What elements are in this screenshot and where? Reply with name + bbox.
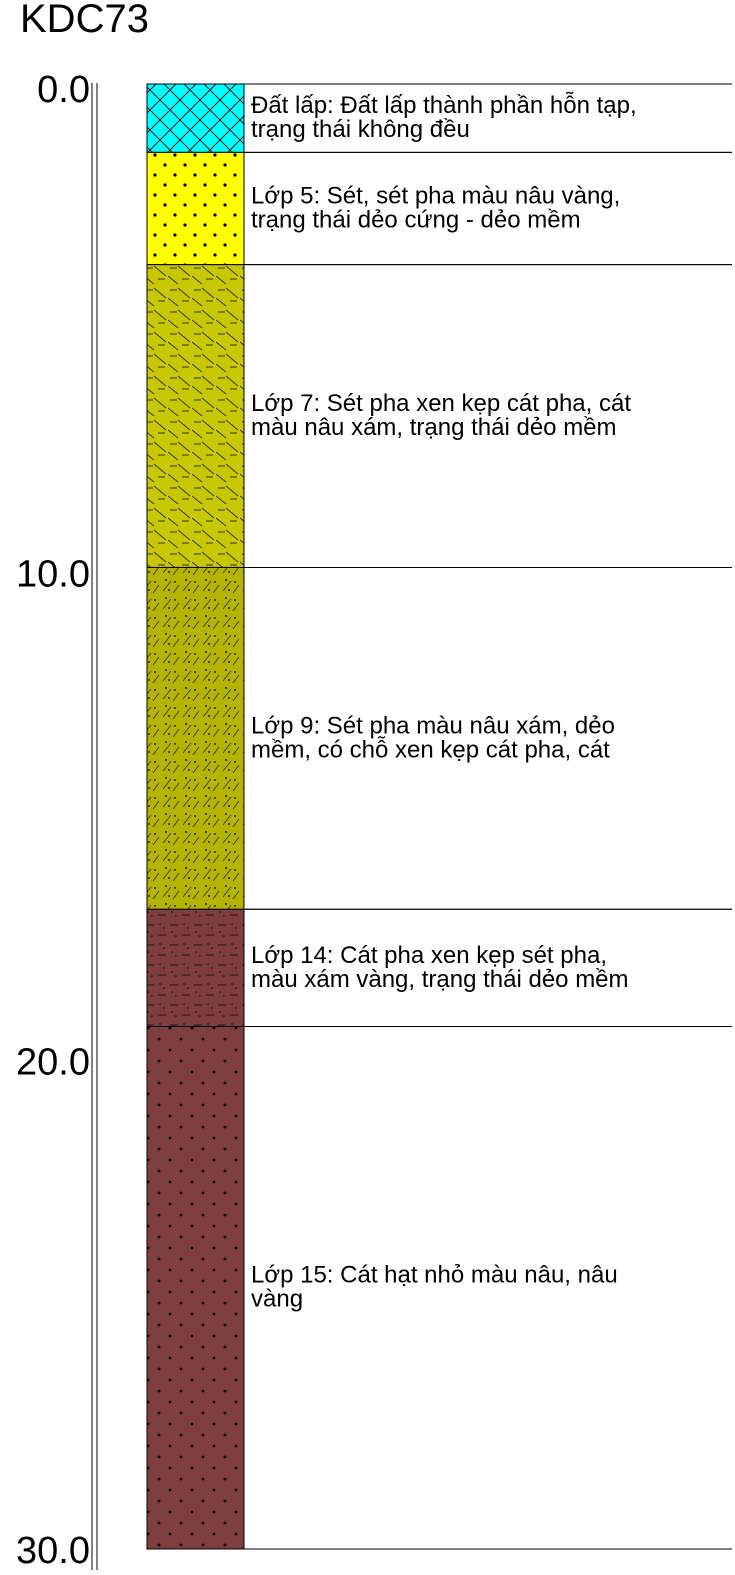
stratum-description-line: trạng thái dẻo cứng - dẻo mềm	[251, 207, 581, 234]
depth-ticks: 0.0 10.0 20.0 30.0	[16, 69, 90, 1572]
borehole-title: KDC73	[20, 0, 149, 41]
stratum-fill	[146, 566, 245, 910]
depth-tick-label: 20.0	[16, 1042, 90, 1084]
stratum-description-line: màu xám vàng, trạng thái dẻo mềm	[251, 966, 629, 993]
stratum-description-line: mềm, có chỗ xen kẹp cát pha, cát	[251, 736, 610, 763]
depth-tick-label: 0.0	[37, 69, 90, 111]
stratum-description-line: vàng	[251, 1286, 303, 1313]
stratum-fill	[146, 908, 245, 1027]
stratum-fill	[146, 83, 245, 153]
stratum-fill	[146, 151, 245, 266]
stratum-description-line: Lớp 14: Cát pha xen kẹp sét pha,	[251, 942, 607, 969]
depth-tick-label: 10.0	[16, 553, 90, 595]
stratum-description-line: Lớp 15: Cát hạt nhỏ màu nâu, nâu	[251, 1262, 618, 1289]
stratum-fill	[146, 1025, 245, 1550]
stratum-description-line: trạng thái không đều	[251, 116, 470, 143]
stratum-description-line: Đất lấp: Đất lấp thành phần hỗn tạp,	[251, 92, 637, 119]
strata-column: Đất lấp: Đất lấp thành phần hỗn tạp,trạn…	[146, 83, 732, 1550]
depth-tick-label: 30.0	[16, 1530, 90, 1572]
stratum-fill	[146, 264, 245, 568]
stratum-description-line: Lớp 5: Sét, sét pha màu nâu vàng,	[251, 183, 620, 210]
stratum-description-line: Lớp 7: Sét pha xen kẹp cát pha, cát	[251, 390, 631, 417]
stratum-description-line: Lớp 9: Sét pha màu nâu xám, dẻo	[251, 712, 615, 739]
stratum-description-line: màu nâu xám, trạng thái dẻo mềm	[251, 414, 617, 441]
